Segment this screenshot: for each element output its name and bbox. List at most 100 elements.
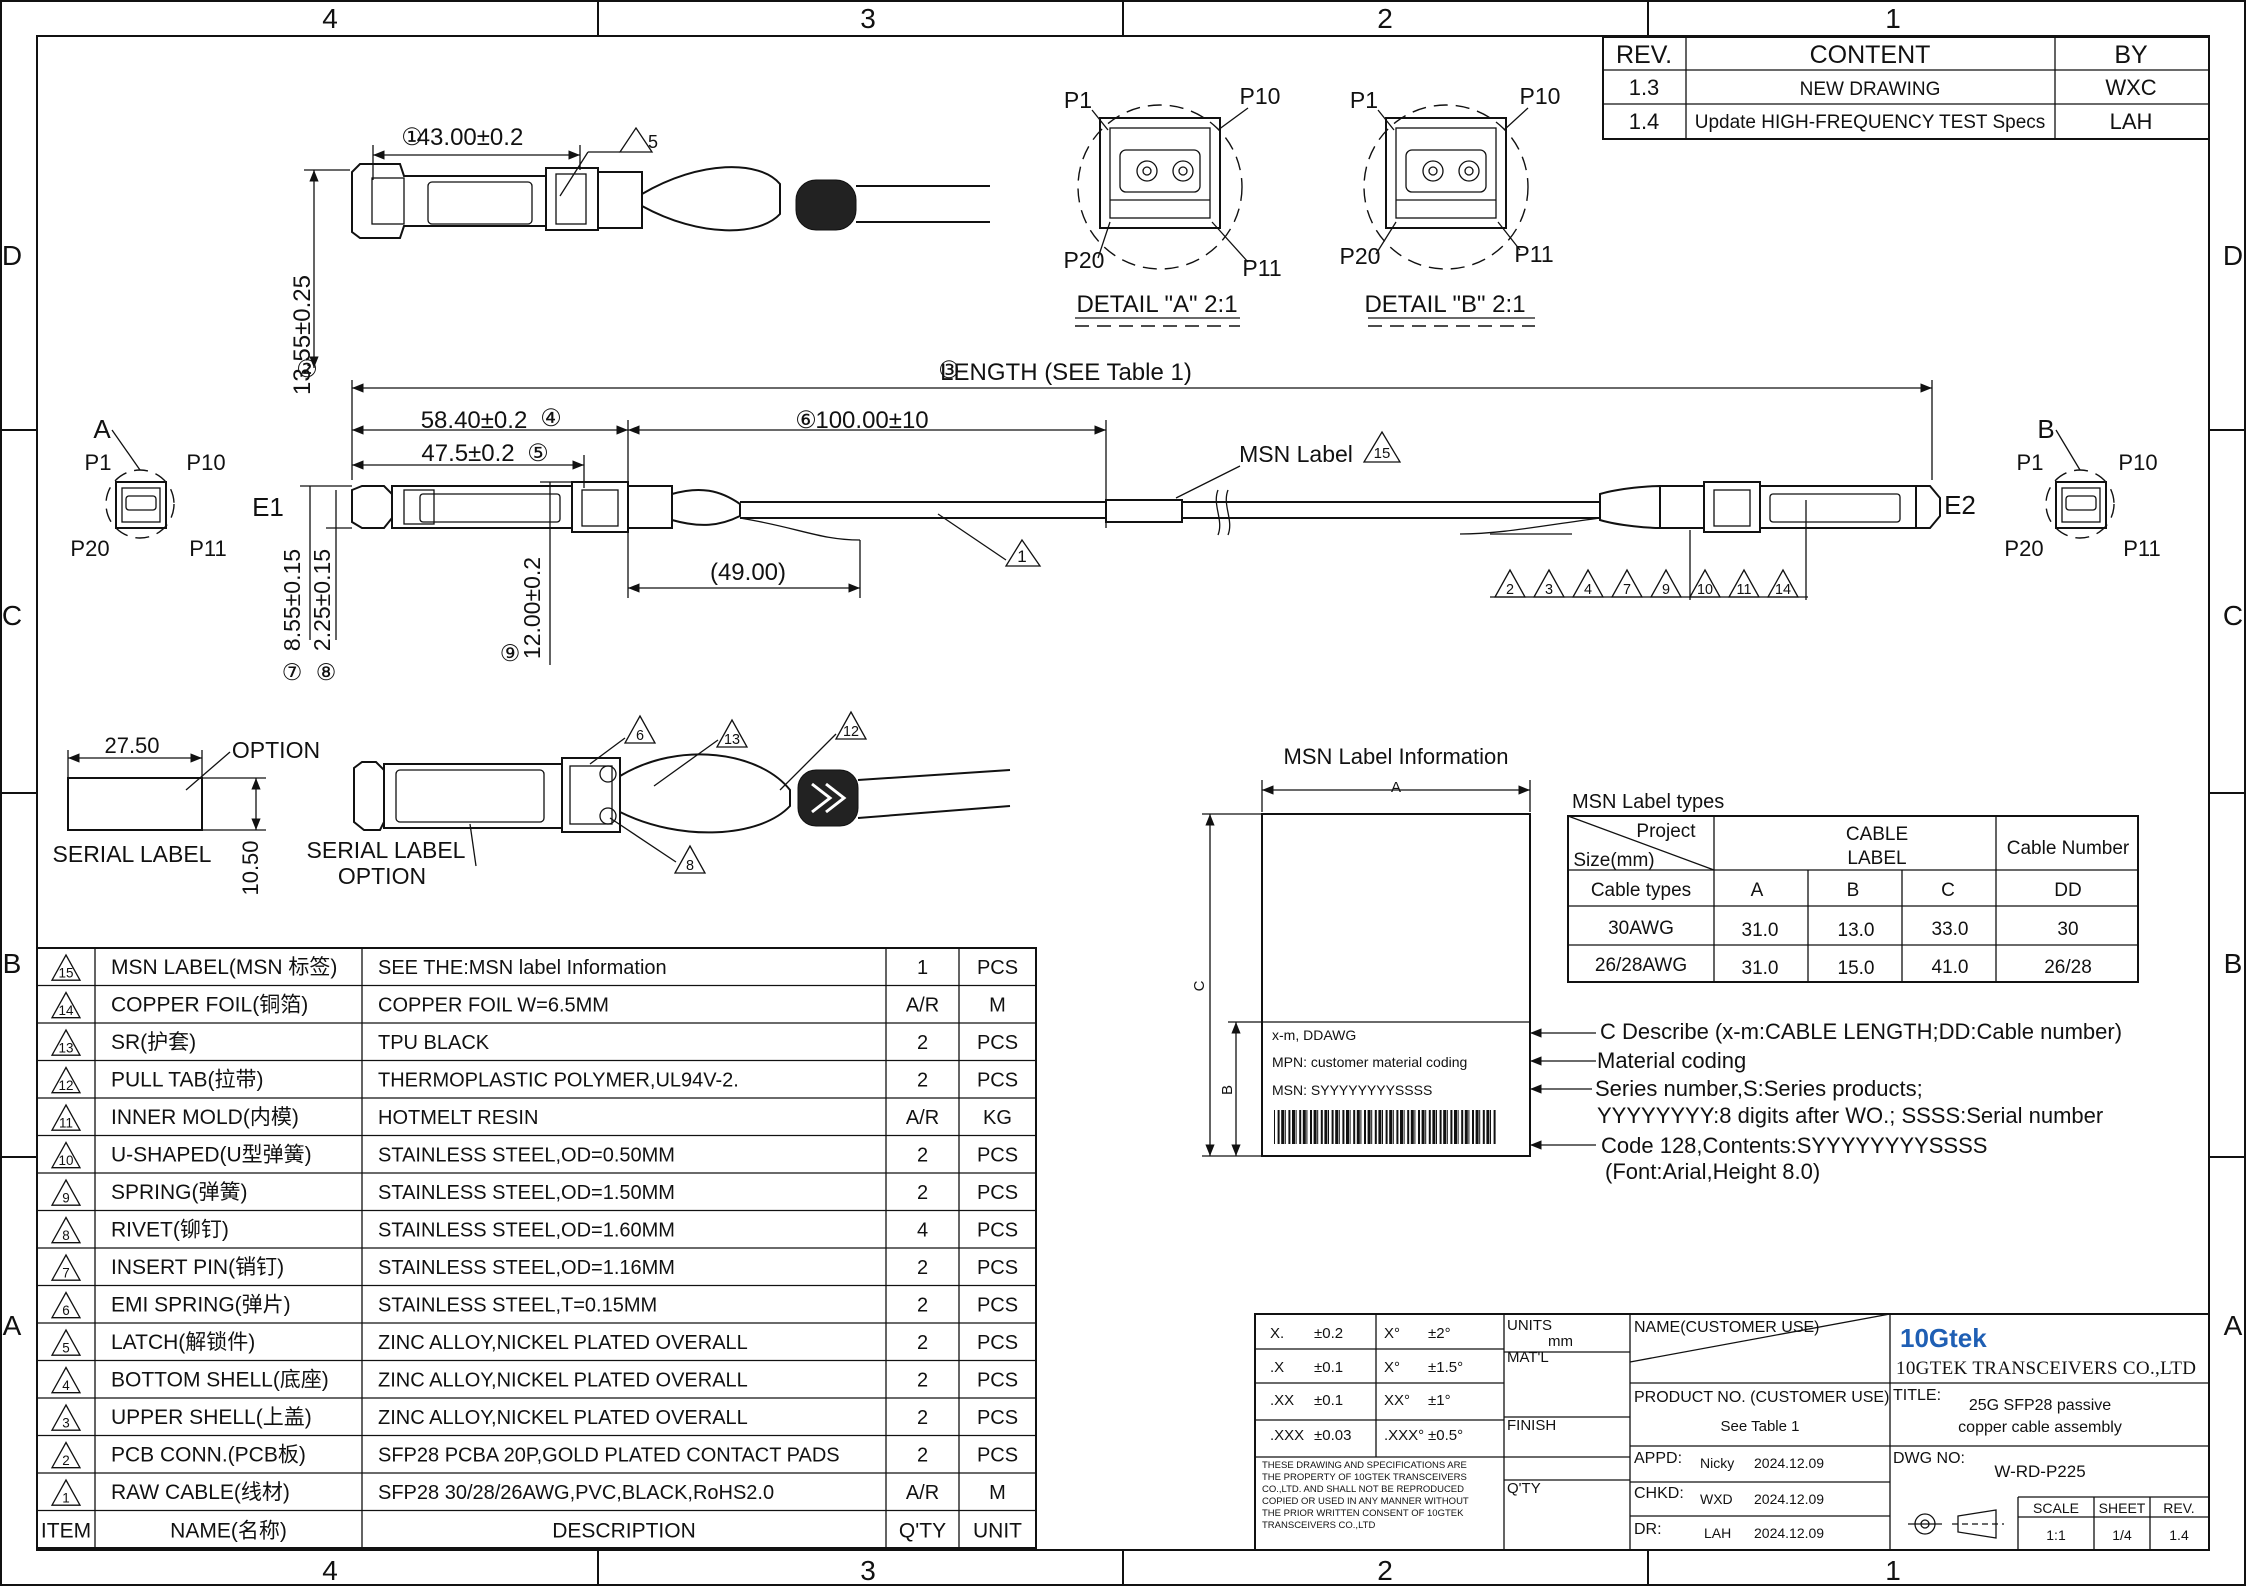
zone-col-4-bottom: 4: [322, 1555, 338, 1586]
bom-description: SFP28 PCBA 20P,GOLD PLATED CONTACT PADS: [378, 1445, 840, 1467]
barcode-bar: [1353, 1110, 1356, 1144]
bom-header-3: Q'TY: [899, 1520, 946, 1543]
dim-855: 8.55±0.15: [279, 549, 305, 651]
barcode-bar: [1446, 1110, 1448, 1144]
tb-sheet-label: SHEET: [2099, 1500, 2146, 1516]
rev-row2-by: LAH: [2110, 109, 2153, 134]
zone-col-3-bottom: 3: [860, 1555, 876, 1586]
tb-scale-label: SCALE: [2033, 1500, 2079, 1516]
msn-types-table: MSN Label types Project Size(mm) CABLE L…: [1567, 791, 2139, 983]
iso-callout-12: 12: [834, 710, 868, 740]
bom-item-marker-number: 6: [62, 1303, 69, 1318]
msn-types-r2c4: 26/28: [2044, 957, 2092, 978]
tb-matl: MAT'L: [1507, 1349, 1549, 1366]
bom-item-marker: 12: [50, 1066, 82, 1094]
msn-label-text: MSN Label: [1239, 441, 1353, 467]
iso-view: SERIAL LABEL OPTION: [307, 753, 1011, 889]
dim-5840: 58.40±0.2: [421, 407, 528, 434]
end-b-p1: P1: [2017, 450, 2044, 475]
barcode-bar: [1475, 1110, 1479, 1144]
bom-description: TPU BLACK: [378, 1032, 490, 1054]
serial-label-view: 27.50 10.50 OPTION SERIAL LABEL: [53, 733, 321, 896]
barcode-bar: [1385, 1110, 1388, 1144]
barcode-bar: [1277, 1110, 1280, 1144]
bom-description: ZINC ALLOY,NICKEL PLATED OVERALL: [378, 1370, 748, 1392]
tb-logo: 10Gtek: [1900, 1323, 1987, 1353]
end-a-letter: A: [93, 414, 111, 444]
end-view-b: B P1 P10 P20 P11: [2004, 414, 2160, 561]
bom-qty: 2: [917, 1257, 928, 1279]
notice-line: THE PROPERTY OF 10GTEK TRANSCEIVERS: [1262, 1472, 1467, 1483]
barcode-bar: [1378, 1110, 1382, 1144]
rev-row1-content: NEW DRAWING: [1800, 79, 1941, 100]
tb-product-no: See Table 1: [1721, 1418, 1800, 1435]
barcode-bar: [1396, 1110, 1399, 1144]
detail-b-p10: P10: [1520, 83, 1561, 109]
msn-types-r1c0: 30AWG: [1608, 918, 1674, 939]
iso-callout-13-number: 13: [724, 732, 740, 748]
bom-description: STAINLESS STEEL,OD=0.50MM: [378, 1145, 675, 1167]
msn-line-2: MPN: customer material coding: [1272, 1054, 1467, 1070]
bom-item-marker-number: 3: [62, 1415, 69, 1430]
iso-callout-6: 6: [623, 714, 657, 744]
dim-100-tag: ⑥: [795, 407, 817, 434]
barcode-bar: [1302, 1110, 1306, 1144]
bom-qty: A/R: [906, 1107, 939, 1129]
barcode-bar: [1374, 1110, 1377, 1144]
detail-a-title: DETAIL "A" 2:1: [1076, 291, 1237, 318]
right-callout-10-number: 10: [1697, 582, 1713, 598]
bom-description: SFP28 30/28/26AWG,PVC,BLACK,RoHS2.0: [378, 1482, 774, 1504]
msn-info: MSN Label Information A C B x-m, DDAWG M…: [1191, 744, 2122, 1184]
tb-dr: DR:: [1634, 1521, 1662, 1538]
zone-row-a-left: A: [3, 1310, 22, 1341]
bom-description: COPPER FOIL W=6.5MM: [378, 995, 609, 1017]
msn-types-sub-3: C: [1941, 880, 1955, 901]
barcode-bar: [1274, 1110, 1275, 1144]
bom-name: SR(护套): [111, 1031, 196, 1054]
notice-line: TRANSCEIVERS CO.,LTD: [1262, 1520, 1375, 1531]
tolerance-value: ±0.1: [1314, 1392, 1343, 1409]
bom-item-marker: 2: [50, 1441, 82, 1469]
msn-types-project: Project: [1636, 821, 1696, 842]
msn-line-3: MSN: SYYYYYYYYSSSS: [1272, 1082, 1432, 1098]
bom-description: ZINC ALLOY,NICKEL PLATED OVERALL: [378, 1407, 748, 1429]
angle-key: XX°: [1384, 1392, 1410, 1409]
tb-rev-label: REV.: [2163, 1500, 2194, 1516]
barcode-bar: [1310, 1110, 1312, 1144]
bom-header-2: DESCRIPTION: [552, 1520, 696, 1543]
dim-475-tag: ⑤: [527, 440, 549, 467]
bom-name: UPPER SHELL(上盖): [111, 1406, 312, 1429]
barcode-bar: [1490, 1110, 1491, 1144]
barcode-bar: [1367, 1110, 1371, 1144]
right-callout-4: 4: [1571, 568, 1605, 598]
barcode-bar: [1407, 1110, 1410, 1144]
tolerance-value: ±0.03: [1314, 1427, 1351, 1444]
tb-title-line2: copper cable assembly: [1958, 1419, 2122, 1436]
barcode-bar: [1450, 1110, 1453, 1144]
iso-option: OPTION: [338, 863, 426, 889]
tolerance-key: X.: [1270, 1325, 1284, 1342]
projection-symbol-icon: [1908, 1509, 2004, 1539]
tb-chkd-date: 2024.12.09: [1754, 1491, 1824, 1507]
bom-qty: 2: [917, 1070, 928, 1092]
bom-item-marker: 3: [50, 1403, 82, 1431]
bom-item-marker-number: 5: [62, 1340, 69, 1355]
bom-description: HOTMELT RESIN: [378, 1107, 538, 1129]
bom-unit: PCS: [977, 1332, 1018, 1354]
barcode-bar: [1320, 1110, 1323, 1144]
msn-line-1: x-m, DDAWG: [1272, 1027, 1356, 1043]
bom-name: BOTTOM SHELL(底座): [111, 1369, 329, 1392]
bom-description: ZINC ALLOY,NICKEL PLATED OVERALL: [378, 1332, 748, 1354]
rev-row2-rev: 1.4: [1629, 109, 1660, 134]
bom-description: STAINLESS STEEL,OD=1.50MM: [378, 1182, 675, 1204]
barcode-bar: [1346, 1110, 1349, 1144]
dim-225-tag: ⑧: [316, 659, 337, 685]
barcode-bar: [1299, 1110, 1302, 1144]
bom-item-marker-number: 15: [59, 965, 74, 980]
barcode-bar: [1335, 1110, 1339, 1144]
dim-475: 47.5±0.2: [421, 440, 514, 467]
